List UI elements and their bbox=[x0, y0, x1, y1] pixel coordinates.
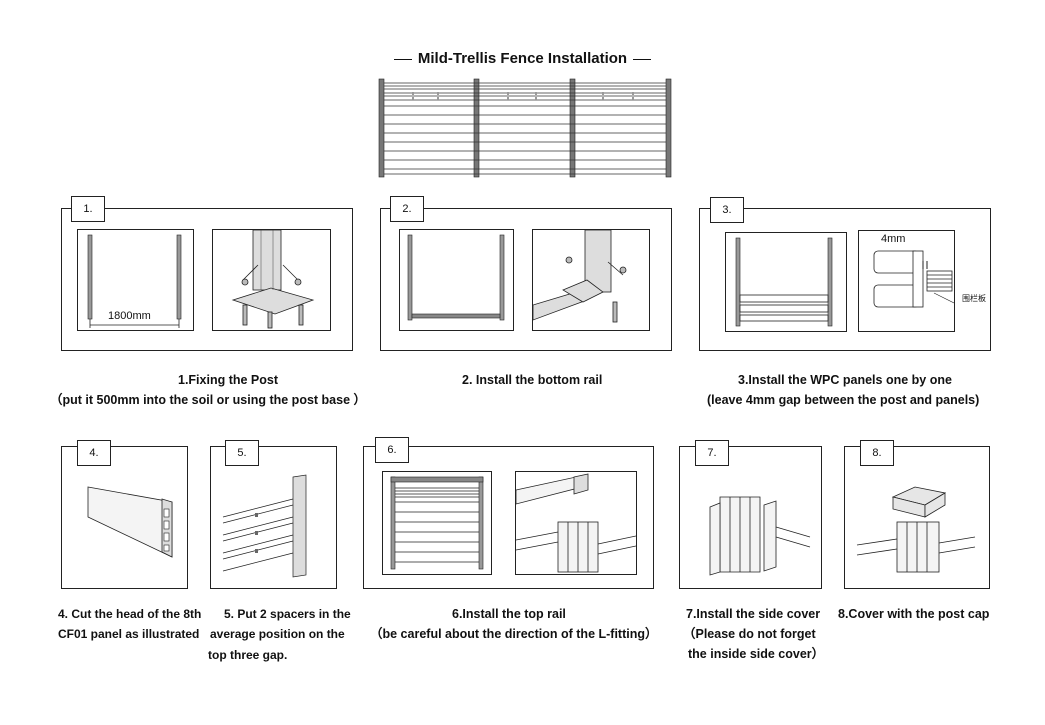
step-7-caption-line3: the inside side cover） bbox=[688, 647, 825, 661]
step-6-caption-line2: （be careful about the direction of the L… bbox=[370, 627, 658, 641]
step-3-panels-view bbox=[725, 232, 847, 332]
step-3-gap-label: 4mm bbox=[881, 233, 906, 245]
step-4-panel-cut-illustration bbox=[87, 486, 173, 558]
step-2-number-tag: 2. bbox=[390, 196, 424, 222]
step-4-number-tag: 4. bbox=[77, 440, 111, 466]
step-1-posts-view: 1800mm bbox=[77, 229, 194, 331]
step-7-panel bbox=[679, 446, 822, 589]
step-3-gap-detail: 4mm bbox=[858, 230, 955, 332]
step-7-side-cover-illustration bbox=[709, 496, 811, 576]
step-4-caption-line1: 4. Cut the head of the 8th bbox=[58, 607, 202, 621]
step-7-caption-line1: 7.Install the side cover bbox=[686, 607, 821, 621]
step-2-rail-detail bbox=[532, 229, 650, 331]
step-7-number-tag: 7. bbox=[695, 440, 729, 466]
step-3-panel: 4mm 围栏板 bbox=[699, 208, 991, 351]
fence-overview-illustration bbox=[377, 77, 673, 179]
step-1-dimension-label: 1800mm bbox=[108, 310, 151, 322]
step-7-caption-line2: （Please do not forget bbox=[683, 627, 816, 641]
step-3-panel-label: 围栏板 bbox=[962, 294, 986, 303]
step-4-panel bbox=[61, 446, 188, 589]
step-6-l-fitting-detail bbox=[515, 471, 637, 575]
step-1-caption-line2: （put it 500mm into the soil or using the… bbox=[50, 393, 367, 407]
title-dash-right bbox=[633, 58, 652, 60]
step-5-spacers-illustration bbox=[222, 474, 307, 578]
step-3-caption-line1: 3.Install the WPC panels one by one bbox=[738, 373, 952, 387]
step-6-caption-line1: 6.Install the top rail bbox=[452, 607, 566, 621]
title-dash-left bbox=[393, 58, 412, 60]
step-1-number-tag: 1. bbox=[71, 196, 105, 222]
title-text: Mild-Trellis Fence Installation bbox=[417, 50, 628, 67]
step-6-number-tag: 6. bbox=[375, 437, 409, 463]
step-1-panel: 1800mm bbox=[61, 208, 353, 351]
step-8-post-cap-illustration bbox=[856, 486, 976, 573]
step-1-post-base-detail bbox=[212, 229, 331, 331]
step-8-number-tag: 8. bbox=[860, 440, 894, 466]
page-title: Mild-Trellis Fence Installation bbox=[0, 50, 1045, 67]
step-5-panel bbox=[210, 446, 337, 589]
step-2-bottom-rail-view bbox=[399, 229, 514, 331]
step-8-panel bbox=[844, 446, 990, 589]
step-5-caption-line1: 5. Put 2 spacers in the bbox=[224, 607, 351, 621]
step-5-caption-line2: average position on the bbox=[210, 627, 345, 641]
step-3-caption-line2: (leave 4mm gap between the post and pane… bbox=[707, 393, 980, 407]
step-6-top-rail-view bbox=[382, 471, 492, 575]
step-2-caption-line1: 2. Install the bottom rail bbox=[462, 373, 603, 387]
step-1-caption-line1: 1.Fixing the Post bbox=[178, 373, 279, 387]
step-3-number-tag: 3. bbox=[710, 197, 744, 223]
step-6-panel bbox=[363, 446, 654, 589]
step-5-number-tag: 5. bbox=[225, 440, 259, 466]
step-8-caption-line1: 8.Cover with the post cap bbox=[838, 607, 990, 621]
step-5-caption-line3: top three gap. bbox=[208, 648, 288, 662]
step-2-panel bbox=[380, 208, 672, 351]
step-4-caption-line2: CF01 panel as illustrated bbox=[58, 627, 200, 641]
